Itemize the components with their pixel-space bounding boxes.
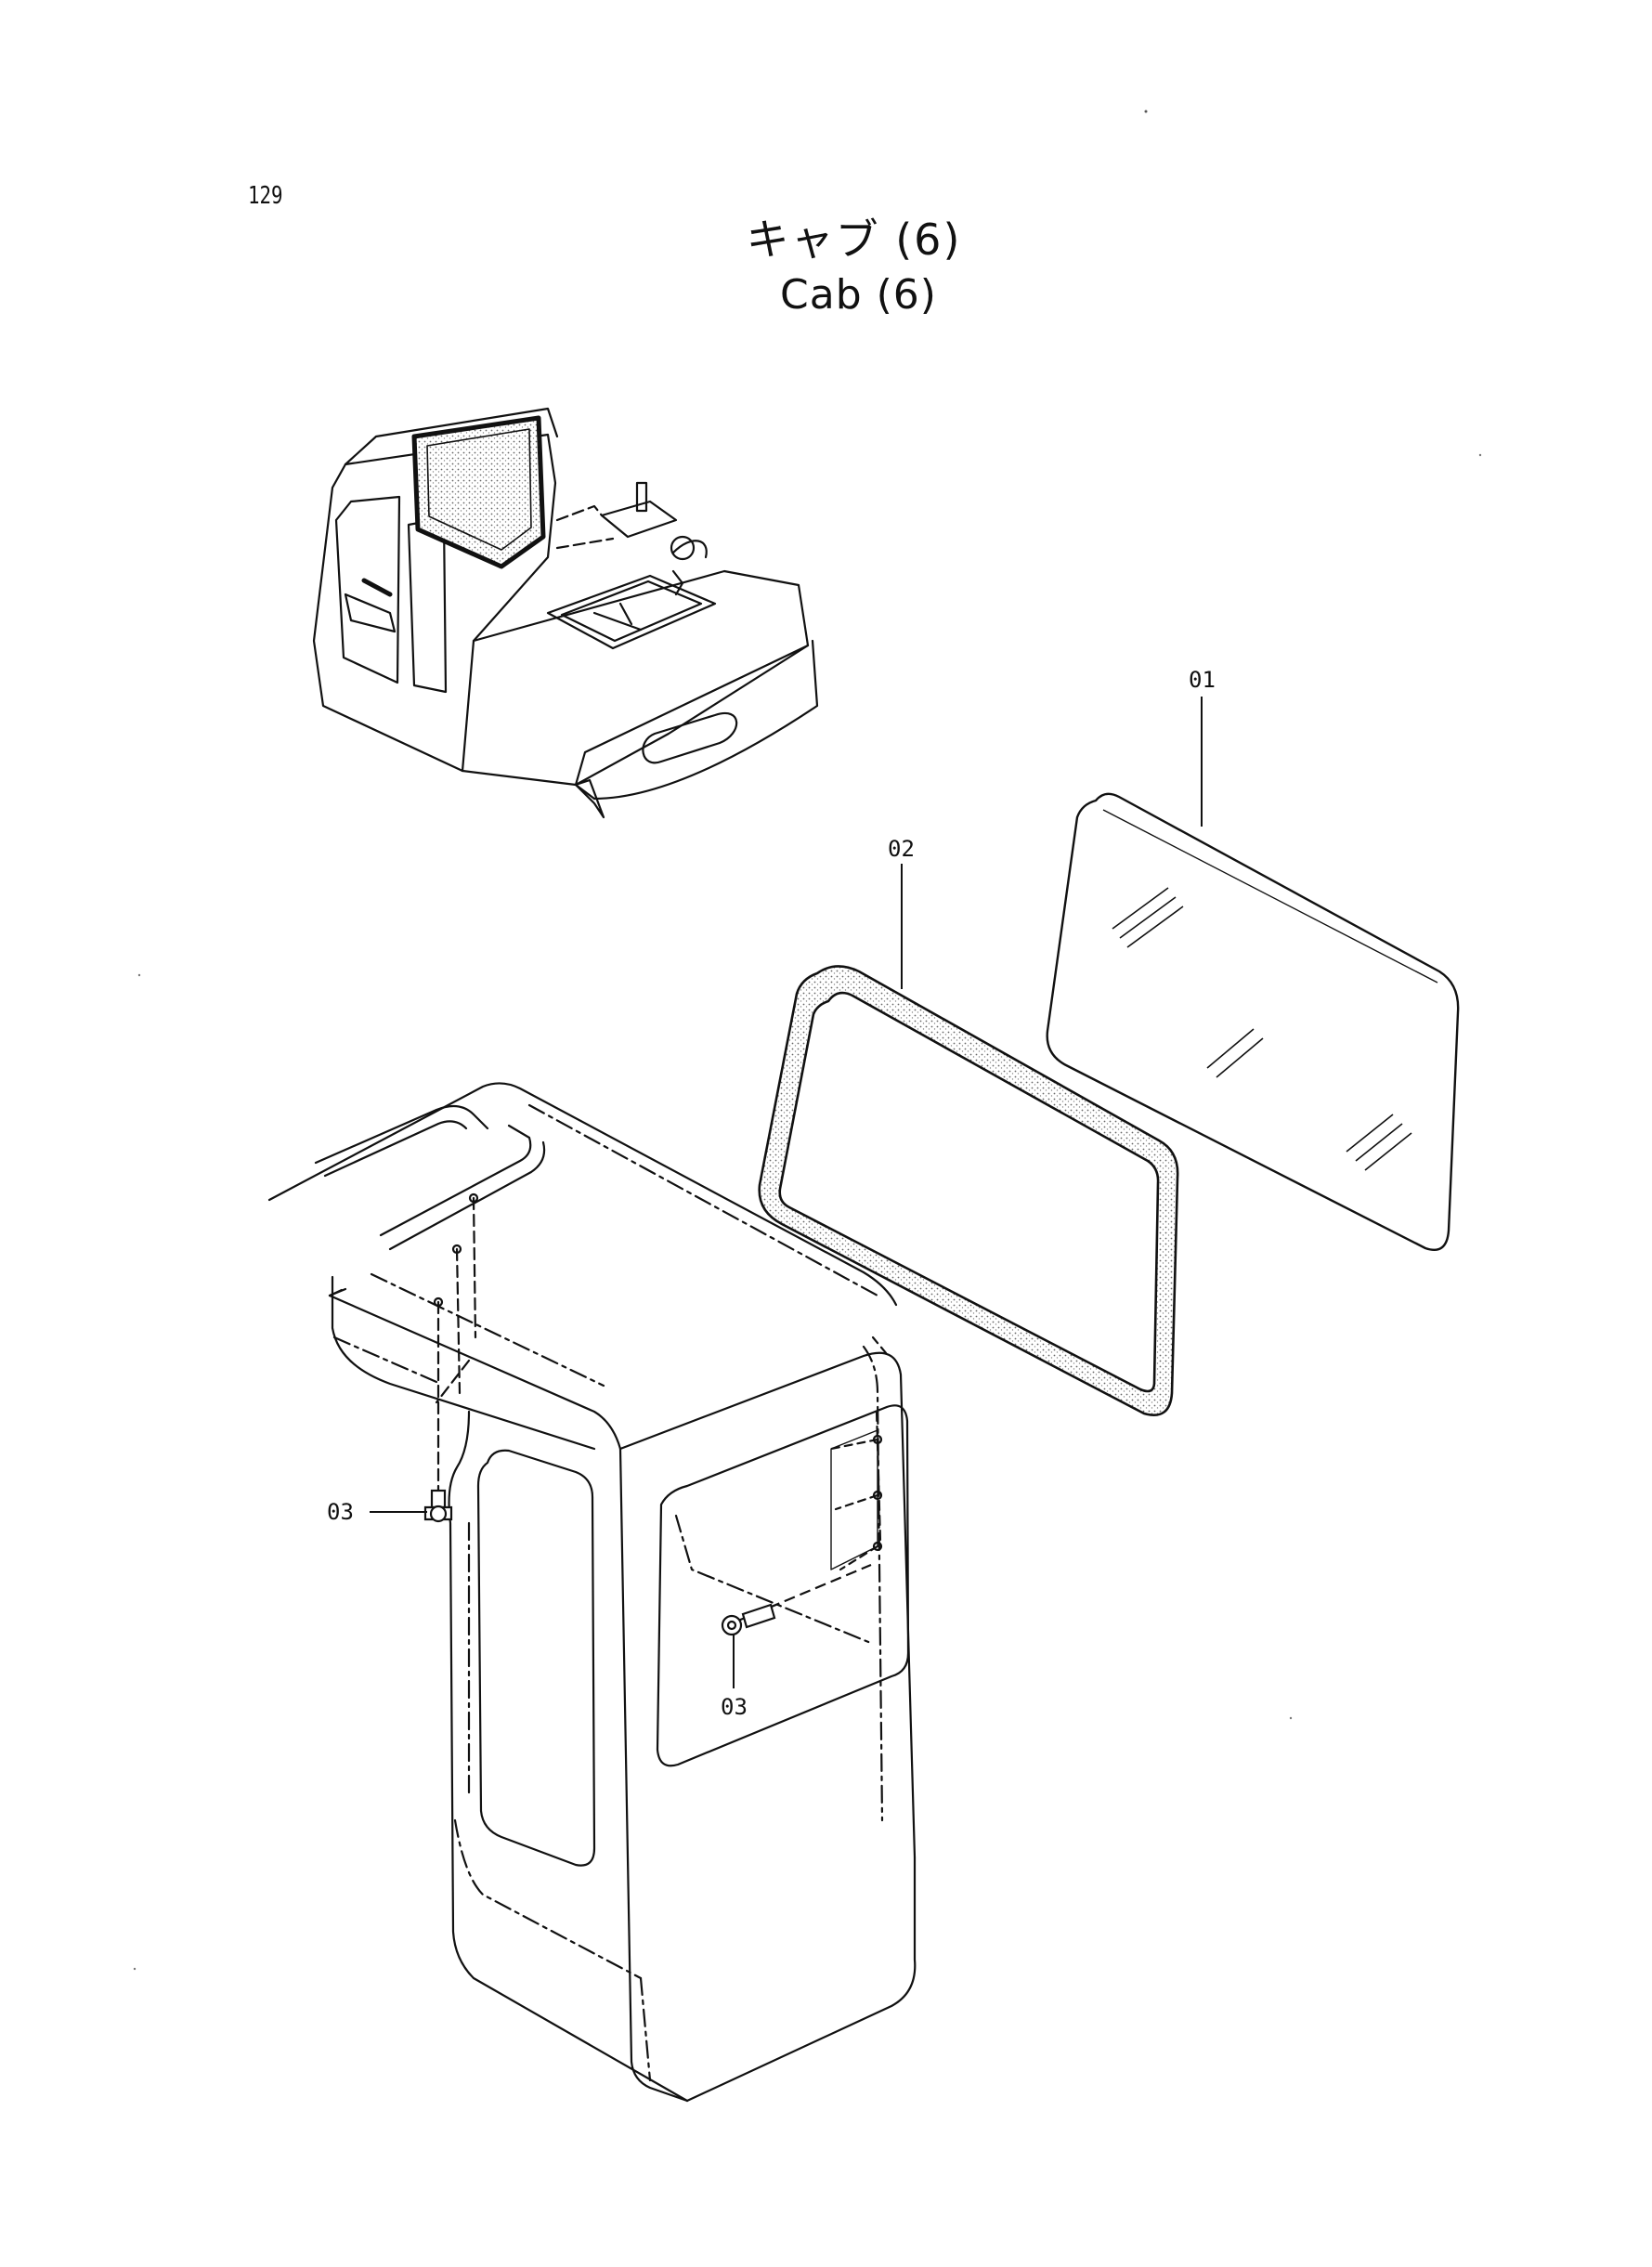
excavator-overview-illustration <box>312 407 819 819</box>
scan-speck <box>137 973 141 977</box>
page-number: 129 <box>248 182 283 210</box>
bolt-03-right <box>721 1563 872 1636</box>
callout-02: 02 <box>888 836 915 862</box>
rear-glass-pane <box>1046 792 1460 1252</box>
page-title-english: Cab (6) <box>780 271 937 319</box>
callout-03-right: 03 <box>721 1694 748 1720</box>
scan-speck <box>1144 110 1148 113</box>
callout-01: 01 <box>1189 667 1216 693</box>
callout-03-left: 03 <box>327 1499 354 1525</box>
page-title-japanese: キャブ (6) <box>746 215 962 265</box>
scan-speck <box>133 1967 137 1971</box>
bolt-03-left <box>423 1489 453 1523</box>
callout-leaders <box>370 697 1203 1688</box>
window-seal-weatherstrip <box>758 965 1179 1416</box>
scan-speck <box>1478 453 1482 457</box>
cab-body-illustration <box>267 1082 917 2103</box>
scan-speck <box>1289 1716 1293 1720</box>
